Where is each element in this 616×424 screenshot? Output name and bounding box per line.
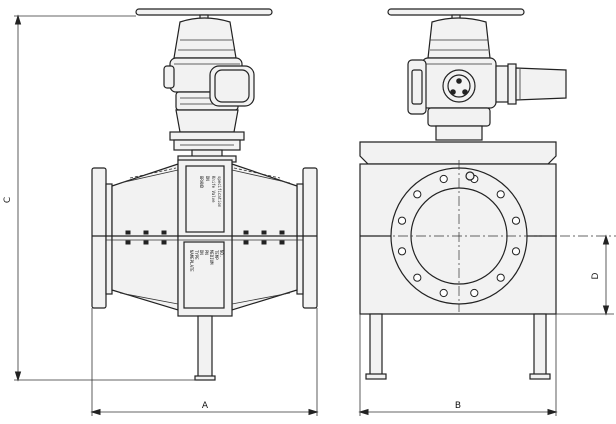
bolt-hole — [413, 190, 422, 199]
bolt-hole — [511, 216, 521, 225]
front-view: BRAND DN Knife Valve specification NAMEP… — [3, 8, 319, 416]
dimension-c: C — [3, 14, 196, 382]
bolt-hole — [470, 288, 479, 298]
upper-plate-line-1: DN — [205, 176, 210, 181]
bolt-hole — [397, 247, 407, 256]
lower-plate-line-2: DN — [199, 250, 204, 255]
bolt-hole — [413, 273, 422, 282]
side-view: B D — [358, 8, 616, 416]
dimension-d-label: D — [591, 272, 601, 279]
side-valve-body — [359, 141, 616, 380]
lower-nameplate: NAMEPLATE TYPE DN PN MEDIUM TEMP NO. — [183, 241, 225, 309]
lower-plate-line-0: NAMEPLATE — [189, 250, 194, 272]
dimension-b-label: B — [455, 401, 461, 411]
bolt-hole — [397, 216, 407, 225]
lower-plate-line-5: TEMP — [214, 250, 219, 260]
lower-plate-line-1: TYPE — [194, 250, 199, 260]
dimension-c-label: C — [3, 197, 13, 203]
front-actuator — [163, 17, 255, 111]
bolt-hole — [439, 288, 448, 298]
side-bolt-holes — [397, 174, 521, 298]
lower-plate-line-6: NO. — [219, 250, 224, 257]
lower-plate-line-3: PN — [204, 250, 209, 255]
bolt-hole — [511, 247, 521, 256]
dimension-d: D — [556, 234, 614, 316]
front-handwheel — [135, 8, 273, 20]
side-actuator — [407, 17, 567, 141]
upper-plate-line-2: Knife Valve — [211, 176, 216, 203]
dimension-a: A — [90, 308, 319, 416]
upper-plate-line-3: specification — [217, 176, 222, 208]
lower-plate-line-4: MEDIUM — [209, 250, 214, 265]
bolt-hole — [439, 174, 448, 184]
front-bolt-row — [125, 230, 285, 245]
bolt-hole — [496, 190, 505, 199]
dimension-b: B — [358, 314, 558, 416]
front-yoke — [169, 109, 245, 163]
upper-plate-line-0: BRAND — [199, 176, 204, 189]
dimension-a-label: A — [202, 401, 209, 411]
bolt-hole — [496, 273, 505, 282]
upper-nameplate: BRAND DN Knife Valve specification — [185, 165, 225, 233]
